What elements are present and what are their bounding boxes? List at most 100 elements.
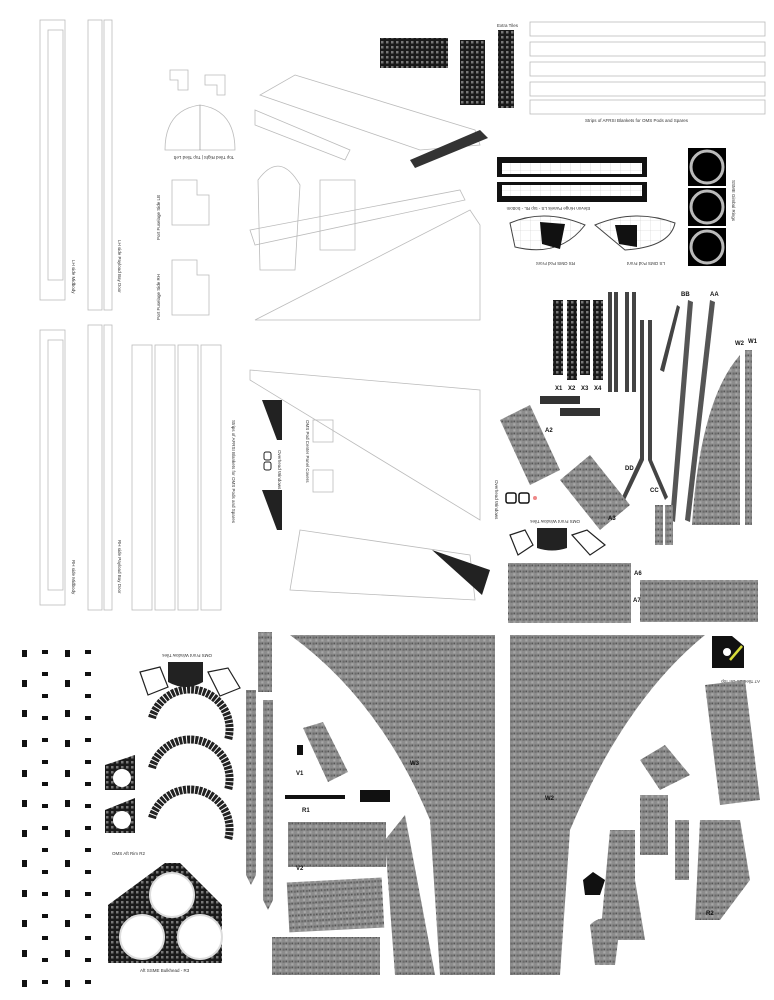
small-tile xyxy=(42,782,48,786)
small-tile xyxy=(85,892,91,896)
ls-oms-front-label: LS OMS Pod Front xyxy=(626,261,665,266)
small-tile xyxy=(42,958,48,962)
small-tile xyxy=(42,848,48,852)
small-tile xyxy=(42,738,48,742)
overhead-windows-label: Overhead Windows xyxy=(277,450,282,490)
code-a3: A3 xyxy=(608,516,616,522)
small-tile xyxy=(42,936,48,940)
mid-right-tiled-parts: X1 X2 X3 X4 DD CC BB AA W2 W1 A2 A3 Over… xyxy=(494,292,758,556)
small-tile xyxy=(85,980,91,984)
small-tile xyxy=(65,890,70,897)
code-w3: W3 xyxy=(410,761,420,767)
small-tile xyxy=(65,860,70,867)
extra-tile-blocks: Extra Tiles xyxy=(380,23,519,108)
small-tile xyxy=(85,870,91,874)
wing-outlines: OMS Pod Center Panel Covers Overhead Win… xyxy=(249,74,490,601)
small-tile xyxy=(65,980,70,987)
small-tile xyxy=(85,694,91,698)
oms-front-window-bottom-label: OMS Front Window Tiles xyxy=(161,653,212,658)
small-tile xyxy=(65,710,70,717)
small-tile xyxy=(65,740,70,747)
code-x2: X2 xyxy=(568,386,576,392)
bottom-middle-parts: V1 R1 V2 W3 xyxy=(246,632,495,975)
small-tile xyxy=(85,804,91,808)
ssme-gimbal-rings: SSME Gimbal Rings xyxy=(688,148,736,266)
small-tile xyxy=(85,738,91,742)
small-tile xyxy=(85,848,91,852)
port-fuselage-lb-label: Port Fuselage Side LB xyxy=(156,195,161,240)
code-cc: CC xyxy=(650,488,659,494)
small-tile xyxy=(22,740,27,747)
small-tile-columns xyxy=(22,650,91,987)
small-tile xyxy=(65,680,70,687)
code-bb: BB xyxy=(681,292,690,298)
bottom-right-parts: W2 A7 Tiles Go On Top R2 xyxy=(510,635,760,975)
small-tile xyxy=(65,920,70,927)
small-tile xyxy=(85,760,91,764)
small-tile xyxy=(42,672,48,676)
small-tile xyxy=(22,920,27,927)
small-tile xyxy=(42,914,48,918)
small-tile xyxy=(22,860,27,867)
small-tile xyxy=(65,770,70,777)
top-tiled-parts: Top Tiled Right | Top Tiled Left Port Fu… xyxy=(156,69,236,320)
code-x1: X1 xyxy=(555,386,563,392)
small-tile xyxy=(42,694,48,698)
rh-side-parts: RH side Midbody RH side Payload Bay Door xyxy=(39,324,122,611)
elevon-hinge-label: Elevon Hinge Panels LS - top RL - bottom xyxy=(506,206,590,211)
afrsi-strips-top-label: Strips of AFRSI Blankets for OMS Pods an… xyxy=(585,118,689,123)
oms-aft-rims: OMS Aft Rim R2 xyxy=(105,685,234,856)
code-x4: X4 xyxy=(594,386,602,392)
code-aa: AA xyxy=(710,292,719,298)
small-tile xyxy=(42,870,48,874)
small-tile xyxy=(65,800,70,807)
afrsi-strips-vertical: Strips of AFRSI Blankets for OMS Pods an… xyxy=(131,344,236,611)
oms-front-window-top-label: OMS Front Window Tiles xyxy=(529,519,580,524)
small-tile xyxy=(22,830,27,837)
small-tile xyxy=(42,804,48,808)
code-a2: A2 xyxy=(545,428,553,434)
small-tile xyxy=(85,936,91,940)
lh-side-parts: LH side Midbody LH side Payload Bay Door xyxy=(39,19,122,311)
small-tile xyxy=(22,890,27,897)
code-r2: R2 xyxy=(706,911,714,917)
code-w1: W1 xyxy=(748,339,758,345)
small-tile xyxy=(22,710,27,717)
small-tile xyxy=(85,672,91,676)
lh-midbody-label: LH side Midbody xyxy=(71,260,76,294)
code-x3: X3 xyxy=(581,386,589,392)
rh-midbody-label: RH side Midbody xyxy=(71,560,76,595)
small-tile xyxy=(85,650,91,654)
code-w2-bottom: W2 xyxy=(545,796,555,802)
small-tile xyxy=(65,830,70,837)
port-fuselage-rh-label: Port Fuselage Side RH xyxy=(156,274,161,320)
small-tile xyxy=(42,716,48,720)
code-r1: R1 xyxy=(302,808,310,814)
small-tile xyxy=(65,950,70,957)
ssme-gimbal-label: SSME Gimbal Rings xyxy=(731,180,736,222)
small-tile xyxy=(85,826,91,830)
code-v2: V2 xyxy=(296,866,304,872)
small-tile xyxy=(65,650,70,657)
small-tile xyxy=(85,716,91,720)
code-v1: V1 xyxy=(296,771,304,777)
overhead-windows-label-right: Overhead Windows xyxy=(494,480,499,520)
code-a7: A7 xyxy=(633,598,641,604)
small-tile xyxy=(42,650,48,654)
aft-ssme-bulkhead: Aft SSME Bulkhead - R3 xyxy=(108,863,223,973)
pod-center-covers-label: OMS Pod Center Panel Covers xyxy=(305,420,310,483)
small-tile xyxy=(22,650,27,657)
code-a6: A6 xyxy=(634,571,642,577)
elevon-hinge-panels: Elevon Hinge Panels LS - top RL - bottom xyxy=(497,157,647,211)
rs-oms-front-label: RS OMS Pod Front xyxy=(535,261,575,266)
small-tile xyxy=(42,826,48,830)
rh-payload-door-label: RH side Payload Bay Door xyxy=(117,540,122,594)
top-tiled-label: Top Tiled Right | Top Tiled Left xyxy=(173,155,234,160)
small-tile xyxy=(85,782,91,786)
oms-pod-fronts: RS OMS Pod Front LS OMS Pod Front xyxy=(509,215,676,266)
afrsi-strips-grid: Strips of AFRSI Blankets for OMS Pods an… xyxy=(529,21,766,123)
small-tile xyxy=(22,980,27,987)
aft-ssme-bulkhead-label: Aft SSME Bulkhead - R3 xyxy=(140,968,190,973)
extra-tiles-label: Extra Tiles xyxy=(497,23,519,28)
